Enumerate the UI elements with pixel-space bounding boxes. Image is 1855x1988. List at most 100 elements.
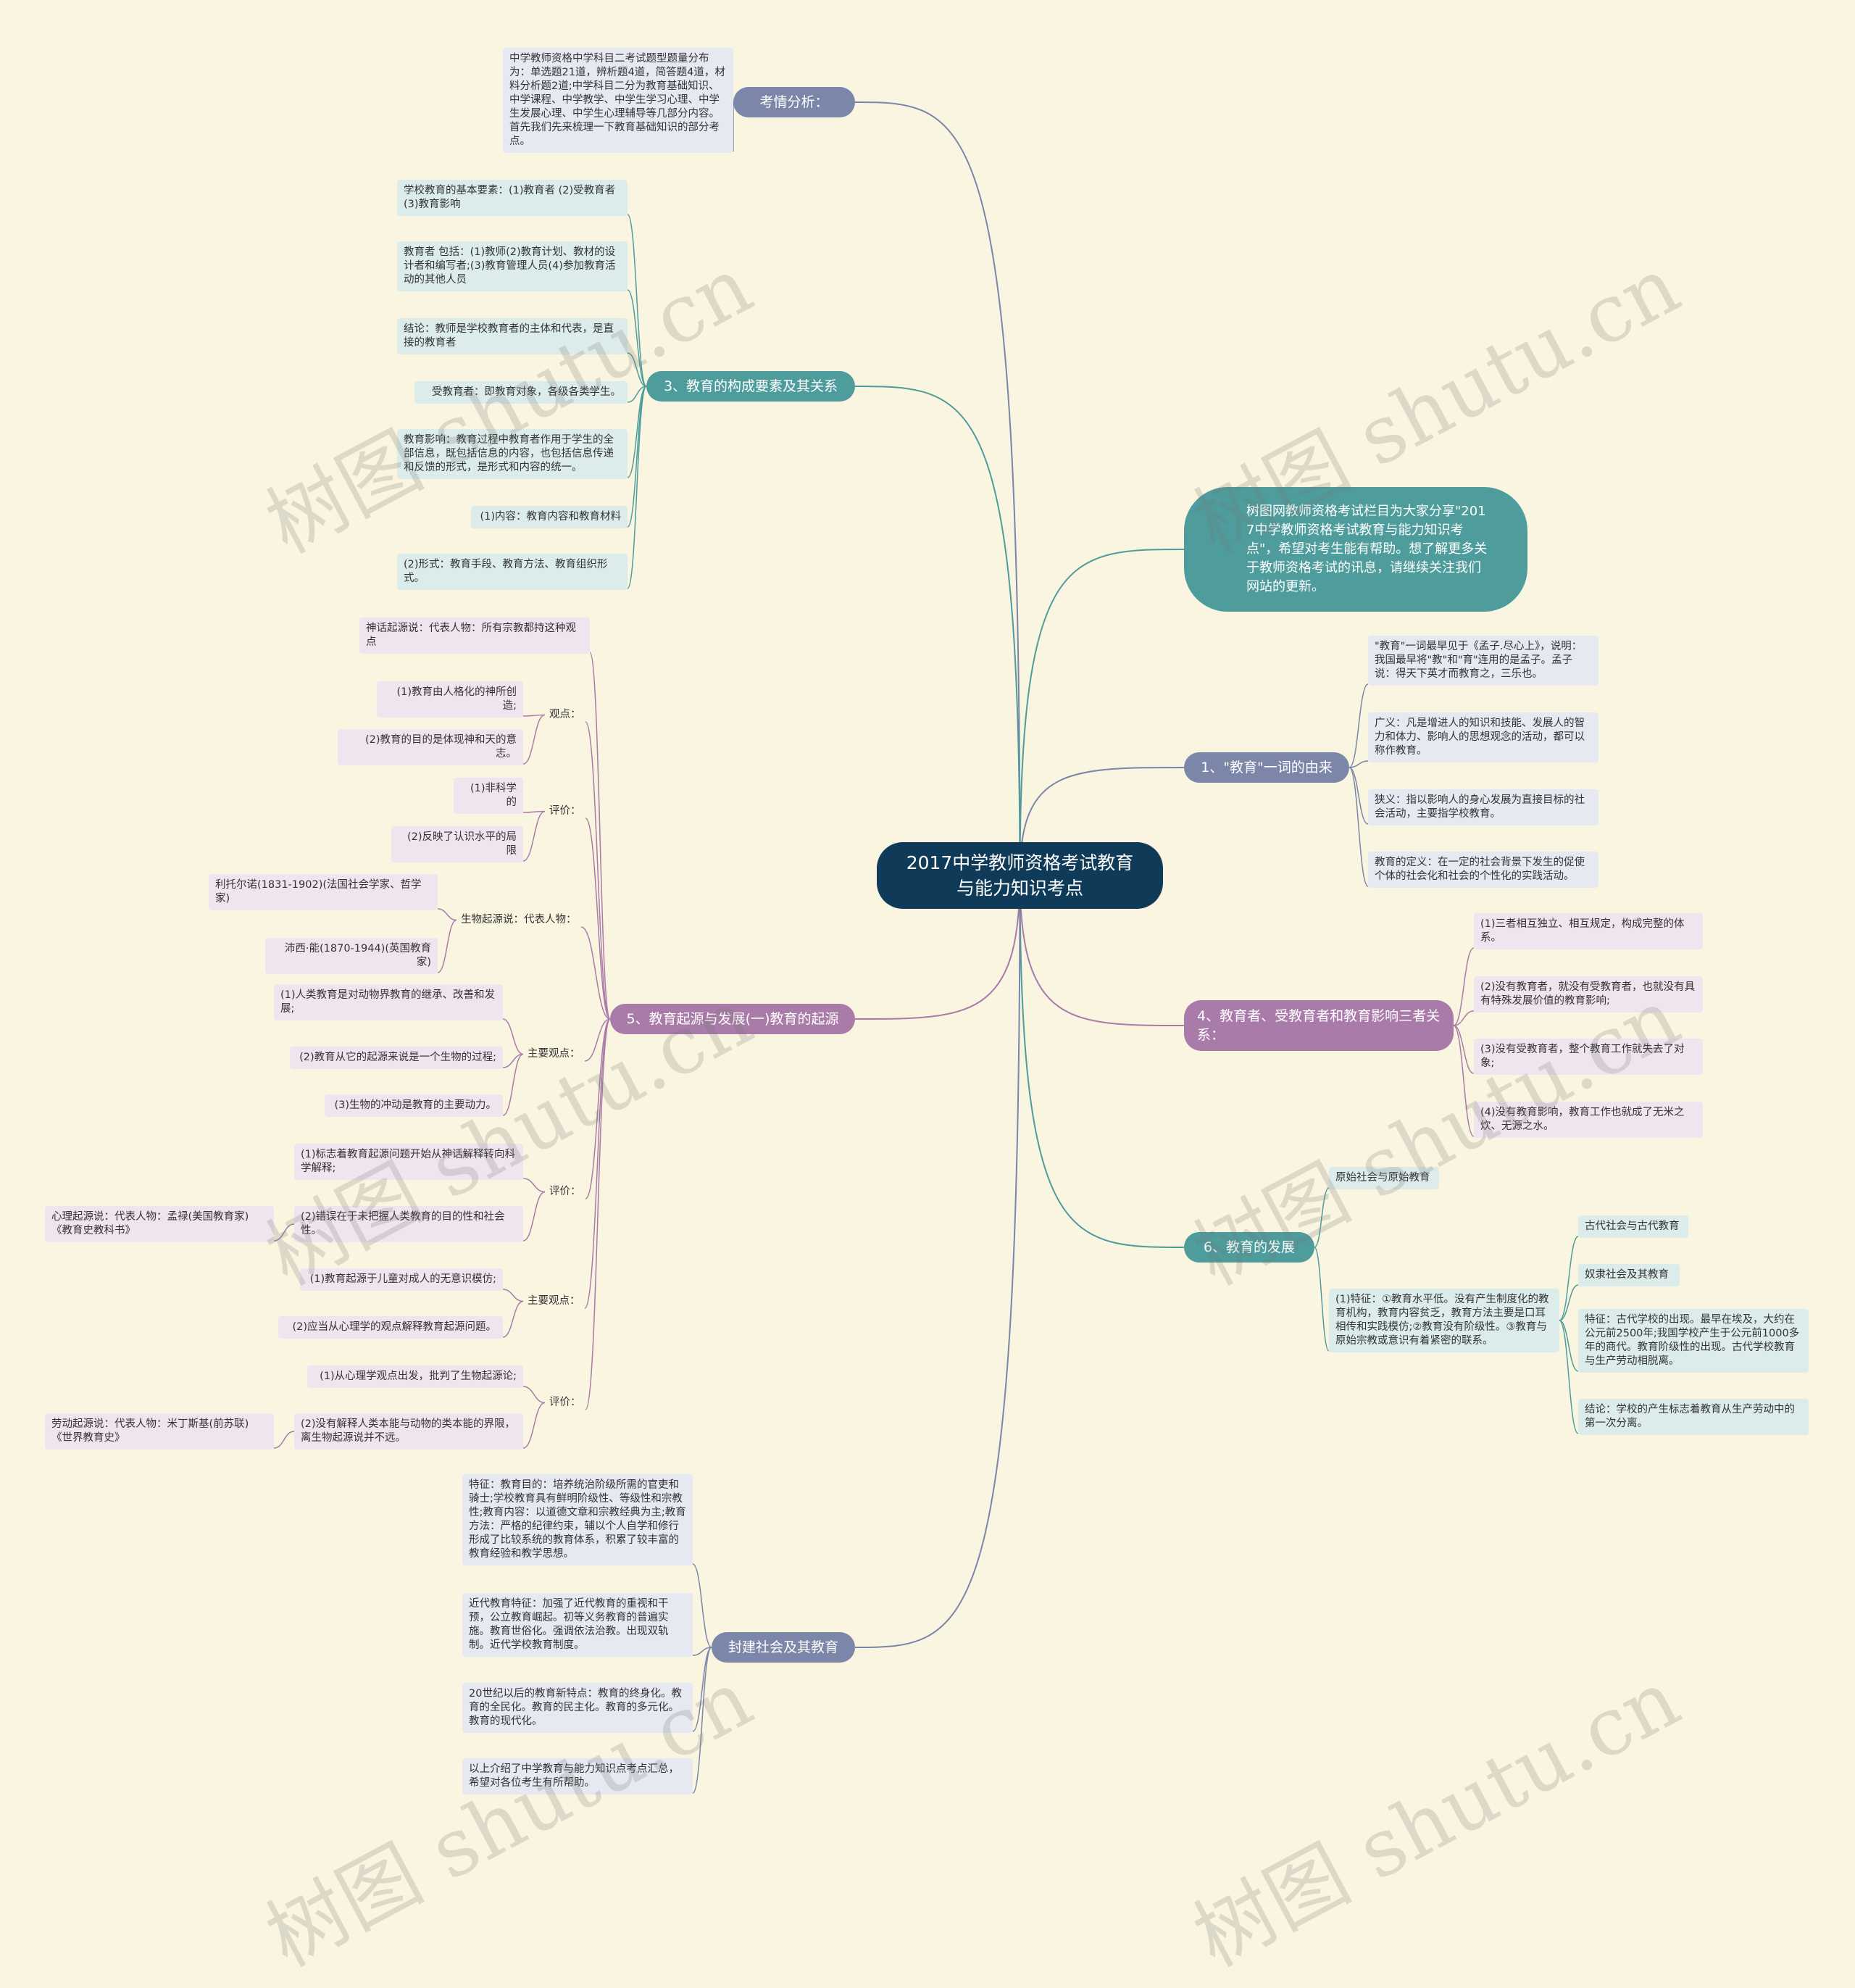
leaf-origin-narrow[interactable]: 狭义：指以影响人的身心发展为直接目标的社会活动，主要指学校教育。 bbox=[1368, 789, 1598, 825]
branch-education-origin[interactable]: 5、教育起源与发展(一)教育的起源 bbox=[610, 1004, 855, 1034]
connector bbox=[580, 926, 611, 1020]
leaf-bio-eval-2[interactable]: (2)错误在于未把握人类教育的目的性和社会性。 bbox=[294, 1206, 523, 1242]
connector bbox=[585, 721, 611, 1020]
leaf-elements-basic[interactable]: 学校教育的基本要素：(1)教育者 (2)受教育者 (3)教育影响 bbox=[397, 180, 628, 216]
connector bbox=[522, 714, 546, 717]
trunk-connector bbox=[854, 875, 1021, 1020]
leaf-elements-educatee[interactable]: 受教育者：即教育对象，各级各类学生。 bbox=[414, 381, 628, 404]
connector-lines bbox=[273, 101, 1579, 1794]
connector bbox=[585, 1018, 611, 1410]
connector bbox=[522, 1191, 546, 1242]
leaf-bio-eval-1[interactable]: (1)标志着教育起源问题开始从神话解释转向科学解释; bbox=[294, 1144, 523, 1180]
leaf-origin-mencius[interactable]: "教育"一词最早见于《孟子.尽心上》，说明：我国最早将"教"和"育"连用的是孟子… bbox=[1368, 636, 1598, 686]
leaf-ancient-conclusion[interactable]: 结论：学校的产生标志着教育从生产劳动中的第一次分离。 bbox=[1578, 1399, 1809, 1435]
leaf-relation-4[interactable]: (4)没有教育影响，教育工作也就成了无米之炊、无源之水。 bbox=[1474, 1102, 1703, 1138]
leaf-relation-2[interactable]: (2)没有教育者，就没有受教育者，也就没有具有特殊发展价值的教育影响; bbox=[1474, 976, 1703, 1012]
leaf-exam-analysis[interactable]: 中学教师资格中学科目二考试题型题量分布为：单选题21道，辨析题4道，简答题4道，… bbox=[503, 48, 733, 153]
leaf-primitive-feature[interactable]: (1)特征：①教育水平低。没有产生制度化的教育机构，教育内容贫乏，教育方法主要是… bbox=[1329, 1289, 1559, 1352]
leaf-20th-century[interactable]: 20世纪以后的教育新特点：教育的终身化。教育的全民化。教育的民主化。教育的多元化… bbox=[462, 1683, 693, 1733]
tag-bio-eval[interactable]: 评价： bbox=[549, 1186, 581, 1197]
branch-exam-analysis[interactable]: 考情分析： bbox=[733, 87, 855, 117]
connector bbox=[522, 1386, 546, 1404]
tag-psy-main-view[interactable]: 主要观点： bbox=[528, 1295, 580, 1307]
branch-feudal-education[interactable]: 封建社会及其教育 bbox=[712, 1632, 855, 1663]
connector bbox=[1559, 1320, 1579, 1434]
leaf-ancient-society[interactable]: 古代社会与古代教育 bbox=[1578, 1215, 1688, 1238]
leaf-psy-eval-1[interactable]: (1)从心理学观点出发，批判了生物起源论; bbox=[307, 1365, 523, 1388]
connector bbox=[1348, 767, 1369, 887]
leaf-labor-theory[interactable]: 劳动起源说：代表人物：米丁斯基(前苏联)《世界教育史》 bbox=[45, 1413, 274, 1450]
connector bbox=[1348, 683, 1369, 768]
connector bbox=[1314, 1247, 1330, 1352]
center-topic[interactable]: 2017中学教师资格考试教育与能力知识考点 bbox=[877, 842, 1163, 909]
leaf-bio-view-1[interactable]: (1)人类教育是对动物界教育的继承、改善和发展; bbox=[274, 984, 503, 1020]
tag-myth-view[interactable]: 观点： bbox=[549, 709, 581, 720]
leaf-myth-view-2[interactable]: (2)教育的目的是体现神和天的意志。 bbox=[338, 729, 523, 765]
leaf-origin-broad[interactable]: 广义：凡是增进人的知识和技能、发展人的智力和体力、影响人的思想观念的活动，都可以… bbox=[1368, 712, 1598, 762]
leaf-summary[interactable]: 以上介绍了中学教育与能力知识点考点汇总，希望对各位考生有所帮助。 bbox=[462, 1758, 693, 1794]
connector bbox=[627, 352, 647, 387]
connector bbox=[584, 1018, 611, 1309]
connector bbox=[1348, 767, 1369, 825]
leaf-bio-person-1[interactable]: 利托尔诺(1831-1902)(法国社会学家、哲学家) bbox=[209, 874, 438, 910]
tag-bio-main-view[interactable]: 主要观点： bbox=[528, 1048, 580, 1060]
leaf-relation-1[interactable]: (1)三者相互独立、相互规定，构成完整的体系。 bbox=[1474, 913, 1703, 949]
leaf-myth-view-1[interactable]: (1)教育由人格化的神所创造; bbox=[377, 681, 523, 718]
connector bbox=[502, 1018, 524, 1055]
leaf-elements-content[interactable]: (1)内容：教育内容和教育材料 bbox=[471, 506, 628, 528]
connector bbox=[1559, 1320, 1579, 1372]
mindmap-canvas: 2017中学教师资格考试教育与能力知识考点 树图网教师资格考试栏目为大家分享"2… bbox=[45, 48, 1809, 1984]
leaf-elements-form[interactable]: (2)形式：教育手段、教育方法、教育组织形式。 bbox=[397, 554, 628, 590]
leaf-myth-eval-1[interactable]: (1)非科学的 bbox=[454, 778, 523, 814]
leaf-psy-eval-2[interactable]: (2)没有解释人类本能与动物的类本能的界限，离生物起源说并不远。 bbox=[294, 1413, 523, 1450]
leaf-bio-person-2[interactable]: 沛西·能(1870-1944)(英国教育家) bbox=[265, 938, 438, 974]
connector bbox=[585, 1018, 611, 1199]
connector bbox=[1453, 947, 1475, 1026]
connector bbox=[273, 1223, 295, 1242]
connector bbox=[692, 1647, 712, 1794]
branch-three-relations[interactable]: 4、教育者、受教育者和教育影响三者关系： bbox=[1184, 1000, 1454, 1051]
leaf-elements-influence[interactable]: 教育影响：教育过程中教育者作用于学生的全部信息，既包括信息的内容，也包括信息传递… bbox=[397, 429, 628, 479]
tag-bio-theory[interactable]: 生物起源说：代表人物： bbox=[461, 914, 577, 926]
connector bbox=[692, 1563, 712, 1648]
branch-education-development[interactable]: 6、教育的发展 bbox=[1184, 1232, 1314, 1263]
leaf-modern-feature[interactable]: 近代教育特征：加强了近代教育的重视和干预，公立教育崛起。初等义务教育的普遍实施。… bbox=[462, 1593, 693, 1657]
tag-myth-eval[interactable]: 评价： bbox=[549, 805, 581, 817]
connector bbox=[1453, 1025, 1475, 1074]
trunk-connector bbox=[854, 386, 1021, 876]
connector bbox=[437, 908, 457, 921]
connector bbox=[1348, 760, 1369, 768]
connector bbox=[627, 289, 647, 387]
leaf-origin-definition[interactable]: 教育的定义：在一定的社会背景下发生的促使个体的社会化和社会的个性化的实践活动。 bbox=[1368, 852, 1598, 888]
connector bbox=[522, 714, 546, 765]
connector bbox=[692, 1647, 712, 1732]
connector bbox=[692, 1647, 712, 1656]
connector bbox=[627, 386, 647, 528]
leaf-myth-eval-2[interactable]: (2)反映了认识水平的局限 bbox=[391, 826, 523, 862]
connector bbox=[1559, 1284, 1579, 1321]
leaf-bio-view-2[interactable]: (2)教育从它的起源来说是一个生物的过程; bbox=[290, 1047, 503, 1069]
leaf-bio-view-3[interactable]: (3)生物的冲动是教育的主要动力。 bbox=[325, 1094, 503, 1117]
connector bbox=[584, 1018, 611, 1062]
leaf-feudal-feature[interactable]: 特征：教育目的：培养统治阶级所需的官吏和骑士;学校教育具有鲜明阶级性、等级性和宗… bbox=[462, 1474, 693, 1565]
trunk-connector bbox=[854, 101, 1021, 876]
connector bbox=[522, 1402, 546, 1449]
intro-node[interactable]: 树图网教师资格考试栏目为大家分享"2017中学教师资格考试教育与能力知识考点"，… bbox=[1184, 487, 1527, 612]
leaf-primitive-society[interactable]: 原始社会与原始教育 bbox=[1329, 1167, 1439, 1189]
connector bbox=[589, 652, 611, 1020]
leaf-slave-society[interactable]: 奴隶社会及其教育 bbox=[1578, 1264, 1680, 1286]
connector bbox=[627, 386, 647, 403]
leaf-elements-educator[interactable]: 教育者 包括：(1)教师(2)教育计划、教材的设计者和编写者;(3)教育管理人员… bbox=[397, 241, 628, 291]
leaf-myth-theory[interactable]: 神话起源说：代表人物：所有宗教都持这种观点 bbox=[359, 617, 590, 654]
tag-psy-eval[interactable]: 评价： bbox=[549, 1397, 581, 1408]
trunk-connector bbox=[1019, 549, 1185, 876]
connector bbox=[1453, 1010, 1475, 1026]
leaf-psy-view-2[interactable]: (2)应当从心理学的观点解释教育起源问题。 bbox=[278, 1316, 503, 1339]
leaf-ancient-feature[interactable]: 特征：古代学校的出现。最早在埃及，大约在公元前2500年;我国学校产生于公元前1… bbox=[1578, 1309, 1809, 1373]
leaf-elements-conclusion[interactable]: 结论：教师是学校教育者的主体和代表，是直接的教育者 bbox=[397, 318, 628, 354]
branch-education-word-origin[interactable]: 1、"教育"一词的由来 bbox=[1184, 752, 1349, 783]
leaf-relation-3[interactable]: (3)没有受教育者，整个教育工作就失去了对象; bbox=[1474, 1039, 1703, 1075]
leaf-psy-theory[interactable]: 心理起源说：代表人物：孟禄(美国教育家)《教育史教科书》 bbox=[45, 1206, 274, 1242]
branch-education-elements[interactable]: 3、教育的构成要素及其关系 bbox=[646, 371, 855, 402]
leaf-psy-view-1[interactable]: (1)教育起源于儿童对成人的无意识模仿; bbox=[300, 1268, 503, 1291]
